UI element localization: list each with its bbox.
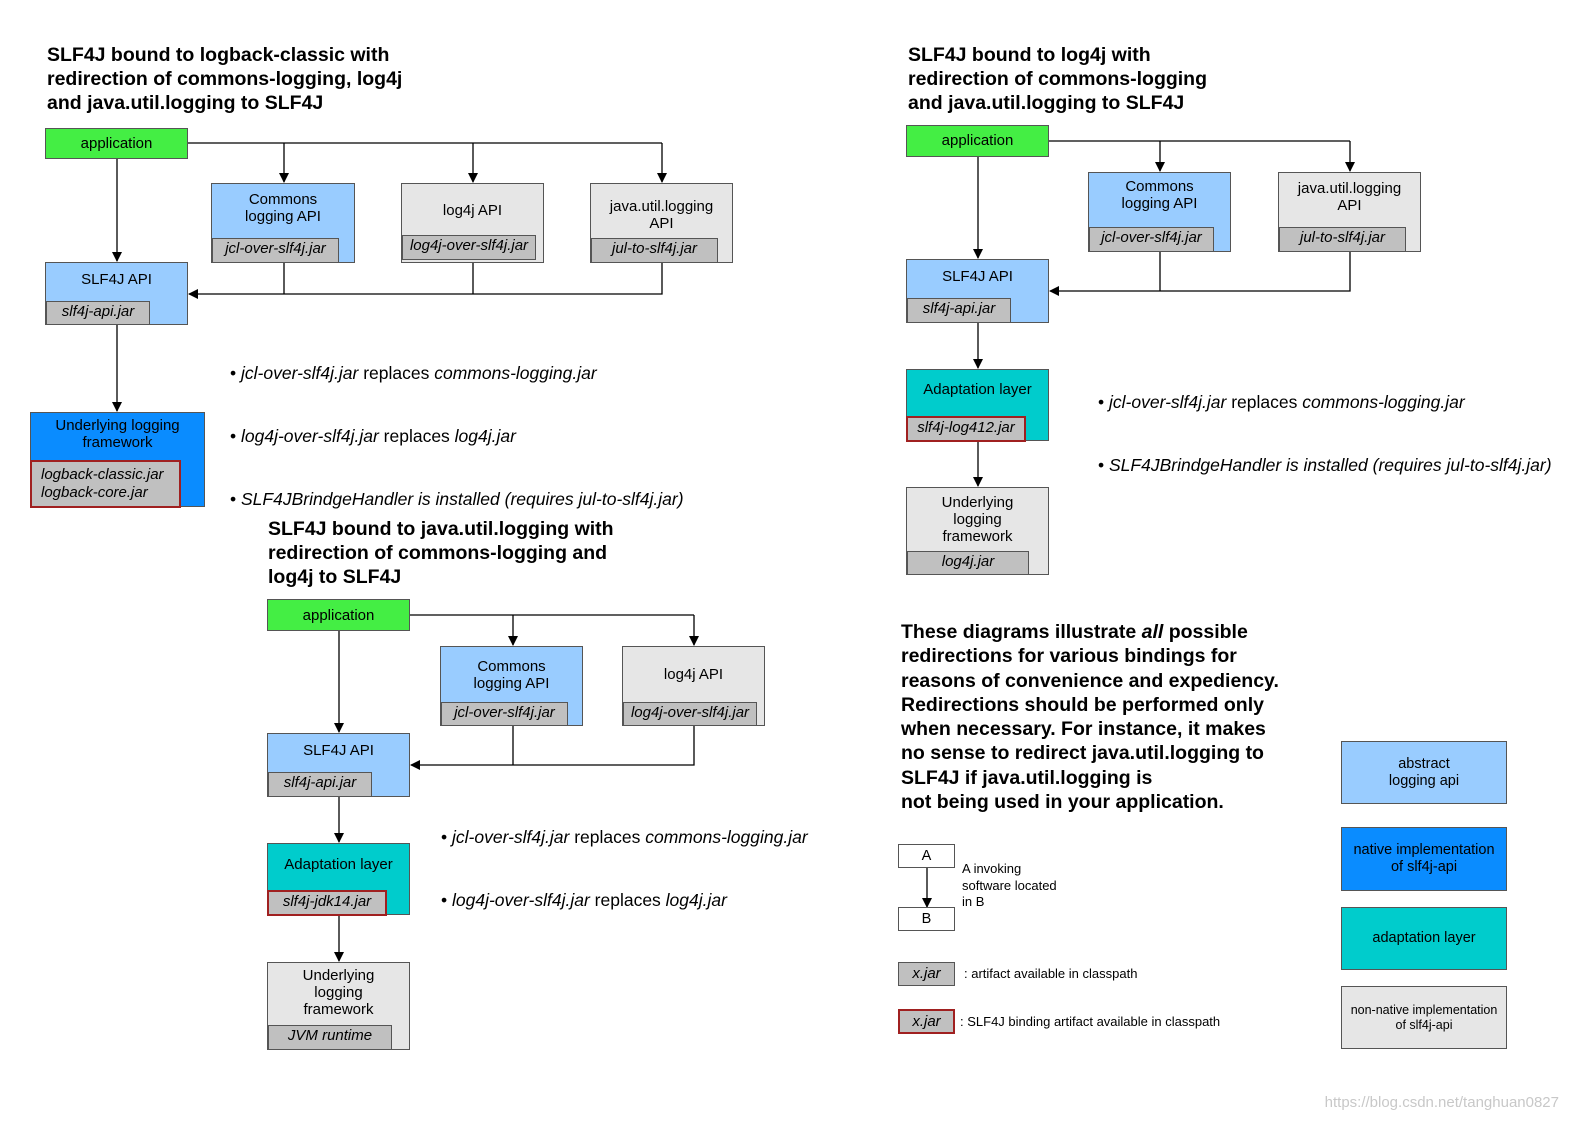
d2-slf4j-label: SLF4J API xyxy=(942,268,1013,285)
d1-commons-label: Commons logging API xyxy=(245,191,321,225)
d1-underlying-jar: logback-classic.jar logback-core.jar xyxy=(30,460,181,508)
d2-commons-jar: jcl-over-slf4j.jar xyxy=(1089,227,1214,252)
d2-note-1: • jcl-over-slf4j.jar replaces commons-lo… xyxy=(1098,392,1465,412)
diagram1-title: SLF4J bound to logback-classic with redi… xyxy=(47,44,403,114)
d1-note-2: • log4j-over-slf4j.jar replaces log4j.ja… xyxy=(230,426,516,446)
legend-nonnative-impl: non-native implementation of slf4j-api xyxy=(1341,986,1507,1049)
d2-adaptation-box: Adaptation layer slf4j-log412.jar xyxy=(906,369,1049,442)
d3-log4j-jar: log4j-over-slf4j.jar xyxy=(623,702,757,726)
d2-adaptation-label: Adaptation layer xyxy=(923,381,1032,398)
d2-underlying-box: Underlying logging framework log4j.jar xyxy=(906,487,1049,575)
d1-note-3: • SLF4JBrindgeHandler is installed (requ… xyxy=(230,489,684,509)
d3-log4j-label: log4j API xyxy=(663,666,724,683)
d3-application-label: application xyxy=(302,607,375,624)
d2-commons-logging-box: Commons logging API jcl-over-slf4j.jar xyxy=(1088,172,1231,252)
legend-native-impl: native implementation of slf4j-api xyxy=(1341,827,1507,891)
d2-notes: • jcl-over-slf4j.jar replaces commons-lo… xyxy=(1098,350,1552,497)
d3-slf4j-label: SLF4J API xyxy=(303,742,374,759)
legend-binding-desc: : SLF4J binding artifact available in cl… xyxy=(960,1014,1221,1029)
d2-note-2: • SLF4JBrindgeHandler is installed (requ… xyxy=(1098,455,1552,475)
d1-commons-logging-box: Commons logging API jcl-over-slf4j.jar xyxy=(211,183,355,263)
d3-slf4j-api-box: SLF4J API slf4j-api.jar xyxy=(267,733,410,797)
d2-jul-label: java.util.logging API xyxy=(1297,180,1402,214)
d3-note-2: • log4j-over-slf4j.jar replaces log4j.ja… xyxy=(441,890,727,910)
d3-log4j-box: log4j API log4j-over-slf4j.jar xyxy=(622,646,765,726)
diagram2-title: SLF4J bound to log4j with redirection of… xyxy=(908,44,1208,114)
d1-log4j-box: log4j API log4j-over-slf4j.jar xyxy=(401,183,544,263)
d2-slf4j-api-box: SLF4J API slf4j-api.jar xyxy=(906,259,1049,323)
d2-commons-label: Commons logging API xyxy=(1121,178,1198,212)
d2-adaptation-jar: slf4j-log412.jar xyxy=(906,416,1026,442)
watermark: https://blog.csdn.net/tanghuan0827 xyxy=(1324,1094,1559,1111)
d2-slf4j-jar: slf4j-api.jar xyxy=(907,298,1011,323)
d3-slf4j-jar: slf4j-api.jar xyxy=(268,772,372,797)
legend-abstract-api: abstract logging api xyxy=(1341,741,1507,804)
d3-commons-label: Commons logging API xyxy=(473,658,550,692)
legend-box-b: B xyxy=(898,907,955,931)
d2-underlying-jar: log4j.jar xyxy=(907,551,1029,575)
d1-note-1: • jcl-over-slf4j.jar replaces commons-lo… xyxy=(230,363,597,383)
d1-slf4j-label: SLF4J API xyxy=(81,271,152,288)
d2-underlying-label: Underlying logging framework xyxy=(941,494,1014,545)
d3-note-1: • jcl-over-slf4j.jar replaces commons-lo… xyxy=(441,827,808,847)
d1-jul-label: java.util.logging API xyxy=(609,198,714,232)
d3-application-box: application xyxy=(267,599,410,631)
d3-underlying-label: Underlying logging framework xyxy=(302,967,375,1018)
d1-application-label: application xyxy=(80,135,153,152)
d3-underlying-jar: JVM runtime xyxy=(268,1025,392,1050)
d3-adaptation-label: Adaptation layer xyxy=(284,856,393,873)
d1-log4j-jar: log4j-over-slf4j.jar xyxy=(402,235,536,260)
d1-application-box: application xyxy=(45,128,188,159)
d1-underlying-box: Underlying logging framework logback-cla… xyxy=(30,412,205,508)
d3-underlying-box: Underlying logging framework JVM runtime xyxy=(267,962,410,1050)
legend-adaptation-layer: adaptation layer xyxy=(1341,907,1507,970)
d1-underlying-label: Underlying logging framework xyxy=(55,417,180,451)
d2-jul-box: java.util.logging API jul-to-slf4j.jar xyxy=(1278,172,1421,252)
d2-application-label: application xyxy=(941,132,1014,149)
d2-jul-jar: jul-to-slf4j.jar xyxy=(1279,227,1406,252)
d1-slf4j-jar: slf4j-api.jar xyxy=(46,301,150,325)
legend-invoking-text: A invoking software located in B xyxy=(962,861,1057,909)
legend-binding-jar-sample: x.jar xyxy=(898,1009,955,1034)
d2-application-box: application xyxy=(906,125,1049,157)
d3-adaptation-box: Adaptation layer slf4j-jdk14.jar xyxy=(267,843,410,916)
diagram3-title: SLF4J bound to java.util.logging with re… xyxy=(268,518,614,588)
d1-slf4j-api-box: SLF4J API slf4j-api.jar xyxy=(45,262,188,325)
d3-notes: • jcl-over-slf4j.jar replaces commons-lo… xyxy=(441,785,808,932)
d3-commons-logging-box: Commons logging API jcl-over-slf4j.jar xyxy=(440,646,583,726)
d1-jul-jar: jul-to-slf4j.jar xyxy=(591,238,718,263)
d1-commons-jar: jcl-over-slf4j.jar xyxy=(212,238,339,263)
legend-box-a: A xyxy=(898,844,955,868)
d1-jul-box: java.util.logging API jul-to-slf4j.jar xyxy=(590,183,733,263)
d1-log4j-label: log4j API xyxy=(442,202,503,219)
d1-notes: • jcl-over-slf4j.jar replaces commons-lo… xyxy=(230,321,684,531)
d3-adaptation-jar: slf4j-jdk14.jar xyxy=(267,890,387,916)
legend-jar-desc: : artifact available in classpath xyxy=(964,966,1138,981)
legend-jar-sample: x.jar xyxy=(898,962,955,986)
explanation-text: These diagrams illustrate all possible r… xyxy=(901,621,1279,814)
d3-commons-jar: jcl-over-slf4j.jar xyxy=(441,702,568,726)
